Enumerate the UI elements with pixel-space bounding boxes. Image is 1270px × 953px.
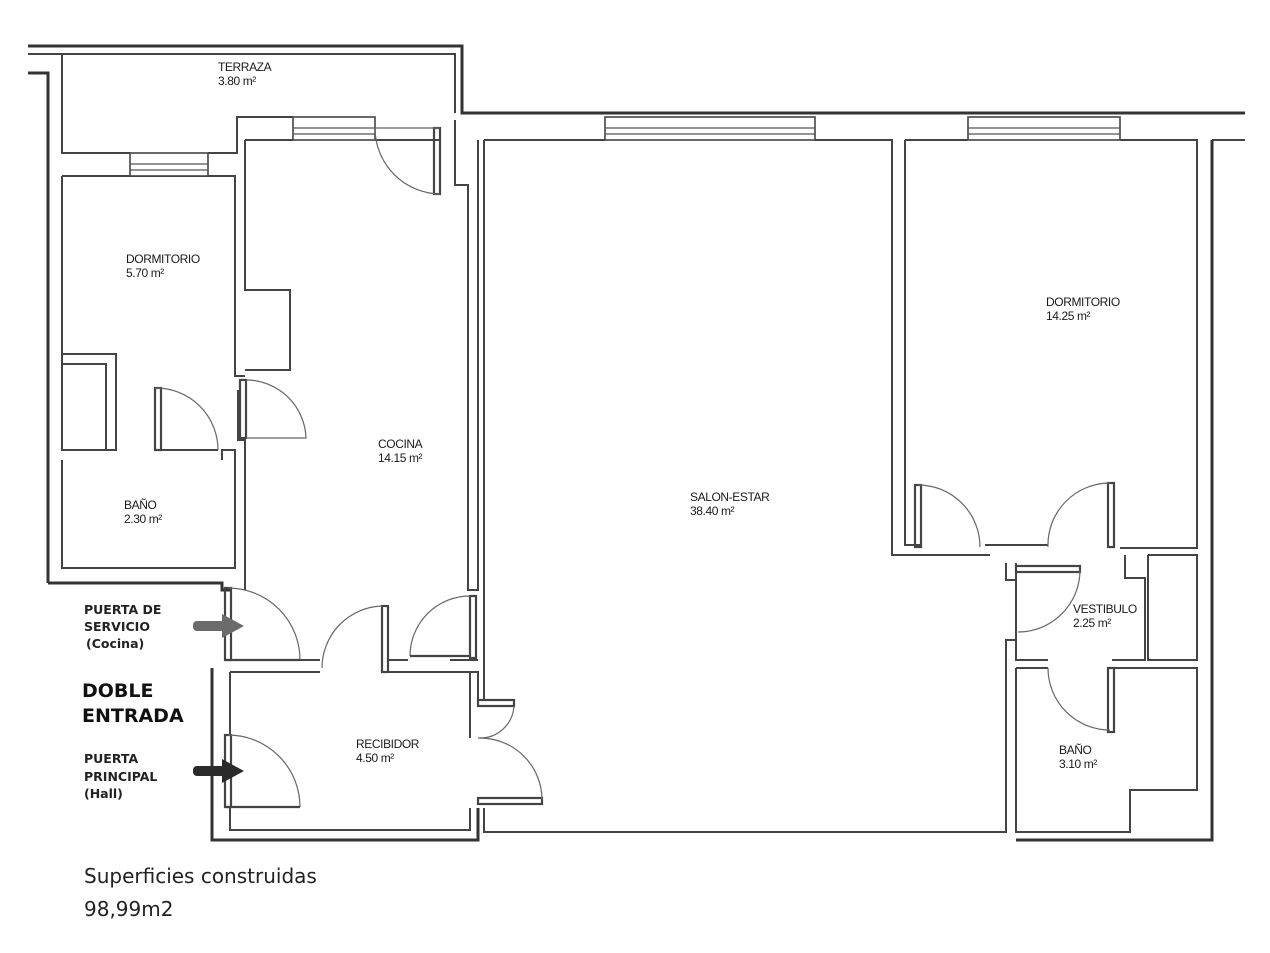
wall-salon-left-lower bbox=[483, 639, 1016, 833]
salon-name: SALON-ESTAR bbox=[690, 490, 770, 504]
wall-recibidor-inner-2 bbox=[388, 671, 479, 700]
bano-large-area: 3.10 m² bbox=[1059, 757, 1097, 771]
surface-title: Superficies construidas bbox=[84, 864, 317, 888]
doors bbox=[153, 126, 1116, 809]
wall-recibidor-outer bbox=[210, 668, 480, 842]
wall-dormitorio-small bbox=[61, 176, 117, 451]
dormitorio-small-area: 5.70 m² bbox=[126, 266, 164, 280]
door-bano-large bbox=[1047, 666, 1116, 734]
surface-value: 98,99m2 bbox=[84, 897, 173, 921]
double-entry-label-1: DOBLE bbox=[82, 680, 154, 702]
service-door-label-3: (Cocina) bbox=[86, 636, 144, 651]
double-entry-label-2: ENTRADA bbox=[82, 705, 184, 727]
door-vestibulo bbox=[1014, 564, 1082, 633]
vestibulo-name: VESTIBULO bbox=[1073, 602, 1137, 616]
cocina-area: 14.15 m² bbox=[378, 451, 423, 465]
service-door-label-1: PUERTA DE bbox=[84, 602, 161, 617]
bano-small-area: 2.30 m² bbox=[124, 512, 162, 526]
wall-left-stub bbox=[28, 71, 50, 583]
door-dormitorio-large-right bbox=[1047, 481, 1116, 549]
walls bbox=[28, 44, 1245, 842]
wall-left-bottom bbox=[48, 581, 232, 592]
wall-closet bbox=[62, 363, 107, 450]
wall-salon-right bbox=[1005, 563, 1016, 581]
window-salon bbox=[604, 116, 816, 141]
dormitorio-small-name: DORMITORIO bbox=[126, 252, 200, 266]
main-door-label-1: PUERTA bbox=[84, 751, 138, 766]
wall-terraza-box bbox=[61, 54, 130, 154]
room-labels: TERRAZA 3.80 m² DORMITORIO 5.70 m² BAÑO … bbox=[124, 60, 1137, 771]
wall-terraza-box-right bbox=[208, 116, 293, 154]
vestibulo-area: 2.25 m² bbox=[1073, 616, 1111, 630]
service-door-label-2: SERVICIO bbox=[84, 619, 150, 634]
wall-bano-large bbox=[1015, 667, 1198, 833]
wall-vestibulo bbox=[1015, 563, 1048, 661]
door-cocina-salon bbox=[409, 594, 478, 660]
door-recibidor-salon bbox=[476, 698, 544, 806]
bano-large-name: BAÑO bbox=[1059, 743, 1091, 757]
wall-cocina-right bbox=[454, 120, 479, 591]
wall-vestibulo-right bbox=[1112, 555, 1146, 661]
wall-outer-right-vertical bbox=[1016, 140, 1214, 842]
door-cocina-recibidor bbox=[321, 604, 390, 674]
wall-salon-top-2 bbox=[815, 139, 990, 556]
service-arrow-icon bbox=[193, 614, 244, 638]
dormitorio-large-area: 14.25 m² bbox=[1046, 309, 1091, 323]
terraza-name: TERRAZA bbox=[218, 60, 272, 74]
wall-bano-small bbox=[61, 449, 236, 569]
door-dormitorio-small bbox=[153, 386, 219, 452]
surface-summary: Superficies construidas 98,99m2 bbox=[84, 864, 317, 921]
wall-terraza-outer bbox=[28, 44, 1245, 115]
recibidor-area: 4.50 m² bbox=[356, 751, 394, 765]
door-dormitorio-large-left bbox=[913, 483, 981, 549]
window-dormitorio-large bbox=[967, 116, 1121, 141]
wall-terraza-inner-top bbox=[28, 53, 456, 113]
main-arrow-icon bbox=[193, 759, 244, 783]
salon-area: 38.40 m² bbox=[690, 504, 735, 518]
window-cocina bbox=[292, 116, 376, 141]
terraza-area: 3.80 m² bbox=[218, 74, 256, 88]
wall-dorm-bath-sep bbox=[154, 390, 218, 451]
side-annotations: PUERTA DE SERVICIO (Cocina) DOBLE ENTRAD… bbox=[82, 602, 184, 801]
wall-closet-right bbox=[1147, 554, 1198, 661]
cocina-name: COCINA bbox=[378, 437, 423, 451]
door-terraza-cocina bbox=[374, 126, 442, 196]
window-dormitorio-small bbox=[129, 152, 209, 177]
windows bbox=[129, 116, 1121, 177]
bano-small-name: BAÑO bbox=[124, 498, 156, 512]
wall-dorm-large-top-2 bbox=[1120, 139, 1198, 549]
wall-recibidor-bottom bbox=[229, 808, 471, 831]
main-door-label-3: (Hall) bbox=[84, 786, 123, 801]
door-cocina-left bbox=[238, 378, 307, 440]
entrance-arrows bbox=[193, 614, 244, 783]
dormitorio-large-name: DORMITORIO bbox=[1046, 295, 1120, 309]
recibidor-name: RECIBIDOR bbox=[356, 737, 420, 751]
wall-cocina-left-lower bbox=[237, 390, 246, 590]
wall-cocina-left bbox=[244, 140, 291, 371]
main-door-label-2: PRINCIPAL bbox=[84, 769, 157, 784]
